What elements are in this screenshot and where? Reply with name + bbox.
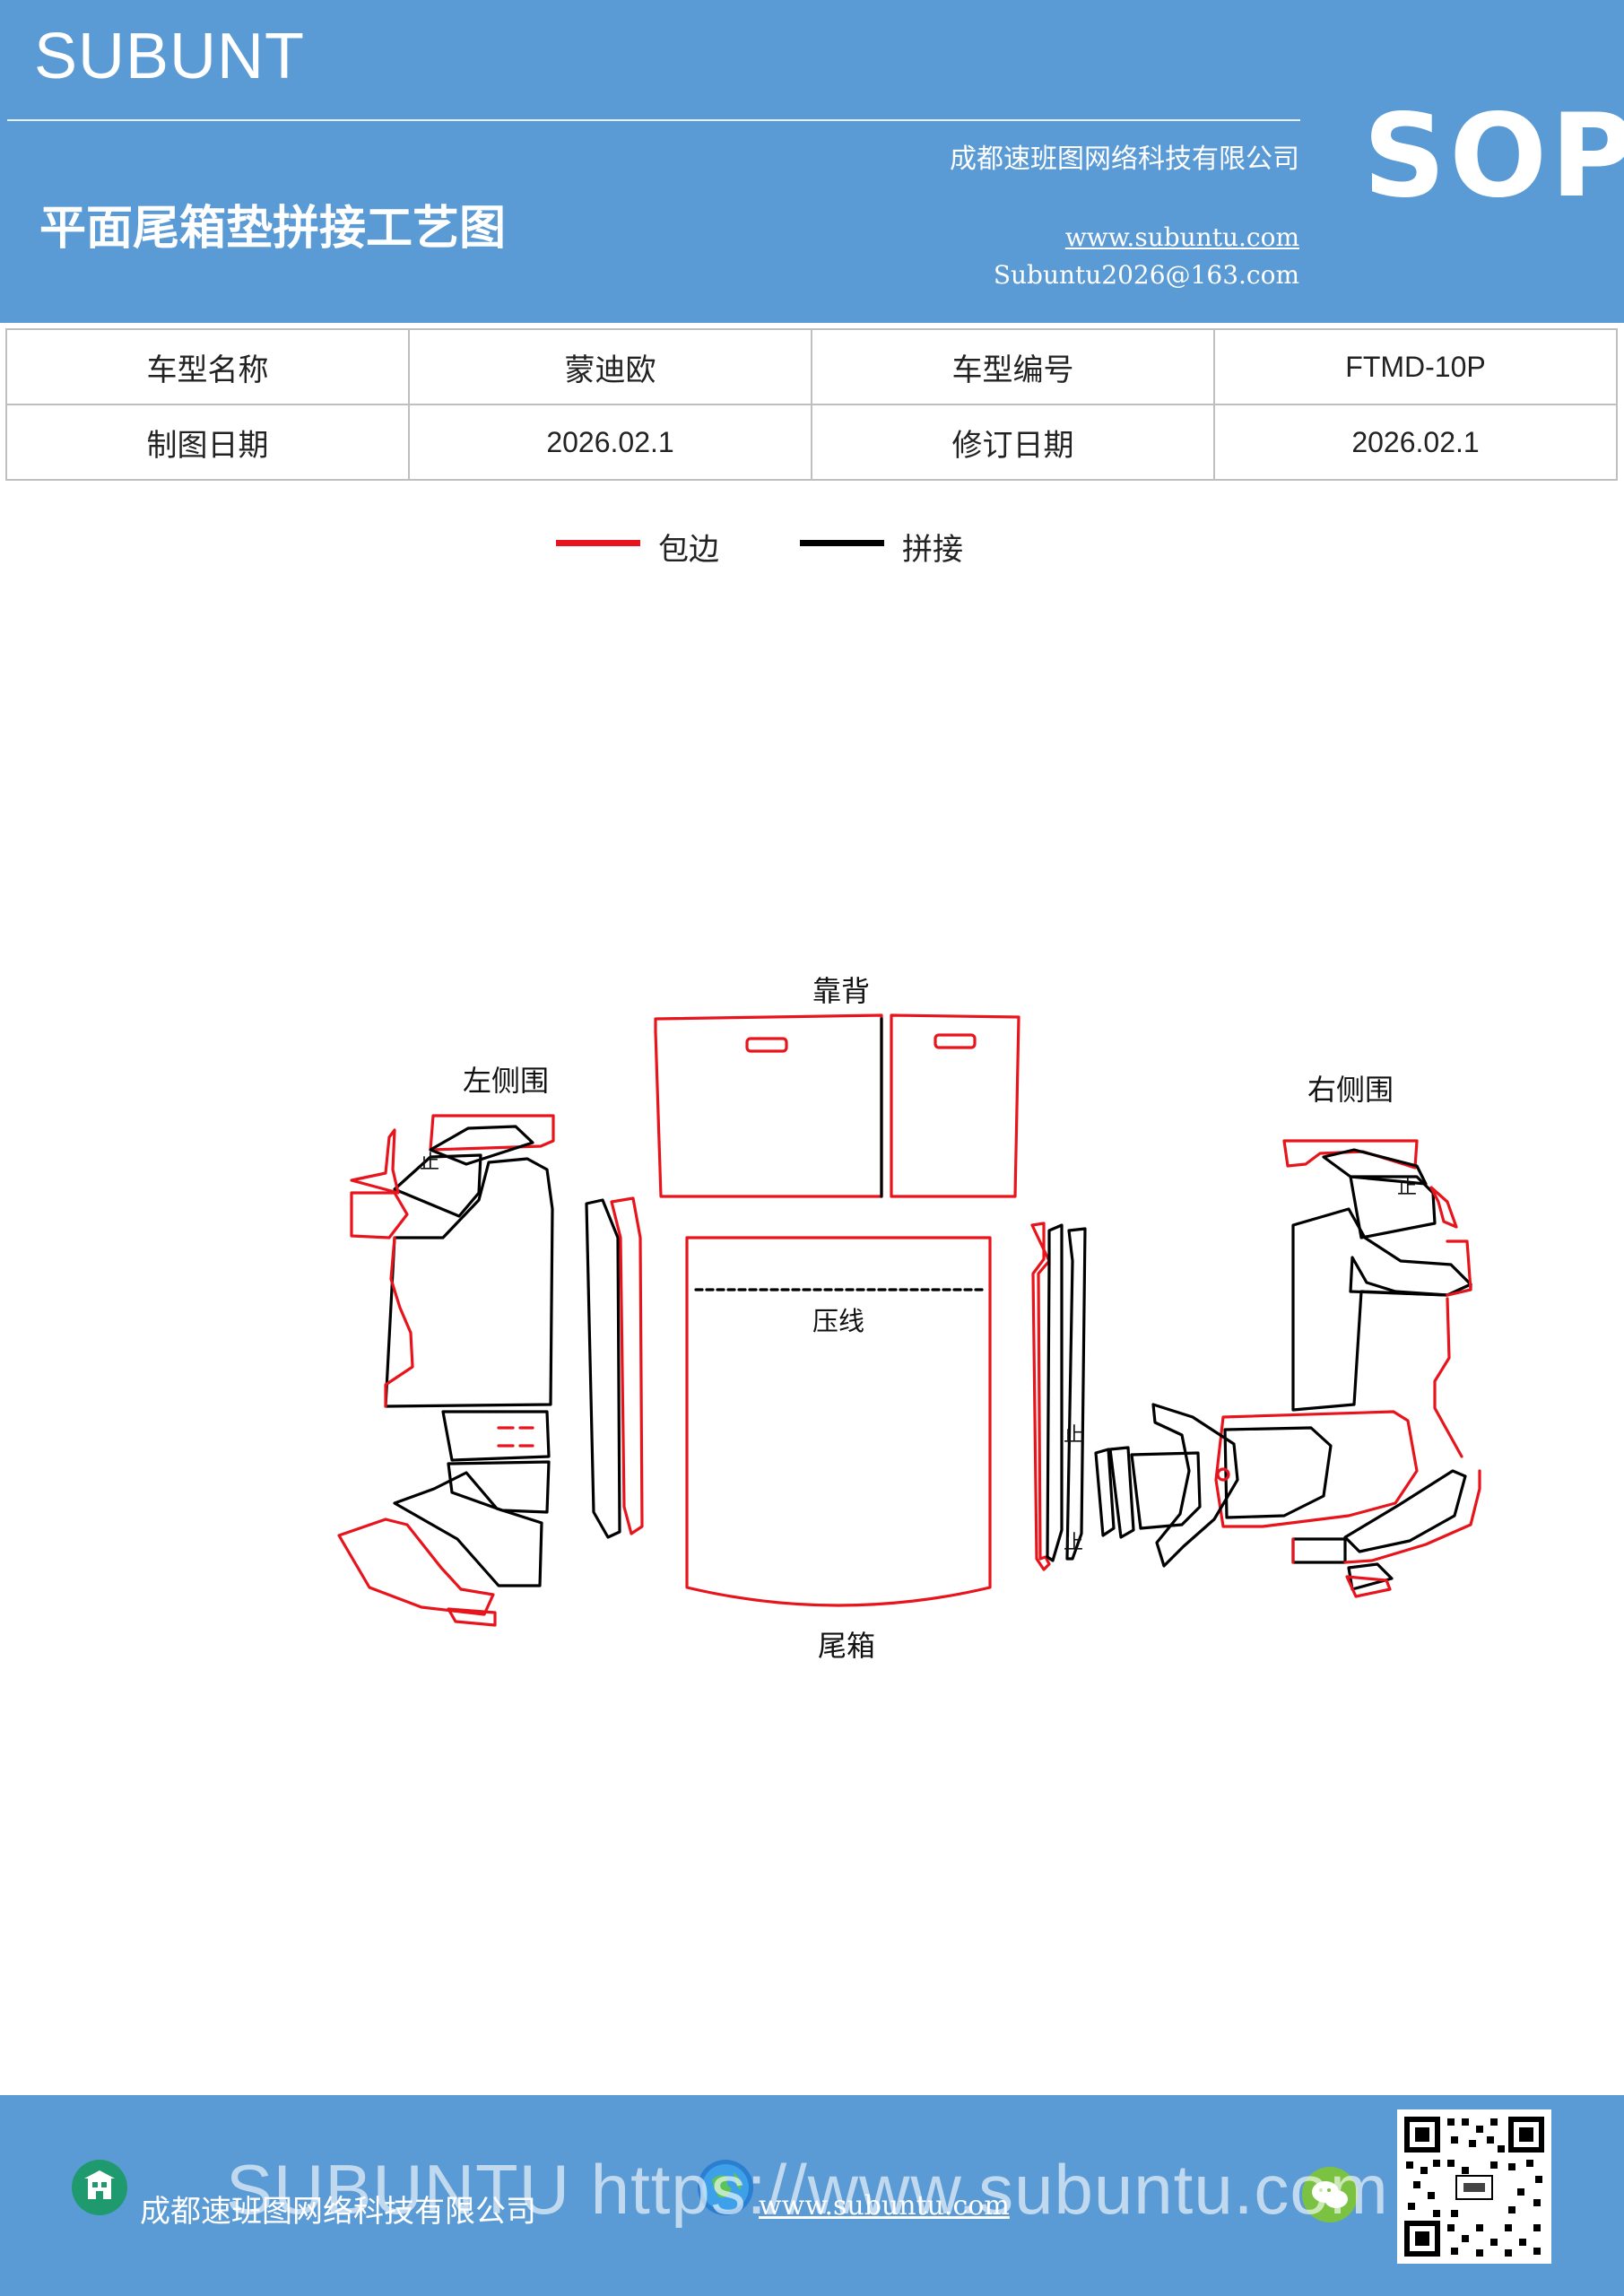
left-flap-red (350, 1128, 400, 1195)
trunk-floor-outline (685, 1236, 992, 1607)
left-strip-2 (610, 1196, 644, 1535)
left-lower-red-2 (447, 1607, 497, 1627)
footer-website[interactable]: www.subuntu.com (759, 2190, 1010, 2222)
footer-banner: 成都速班图网络科技有限公司 www.subuntu.com SUBUNTU ht… (0, 2095, 1624, 2296)
header-banner: SUBUNT 平面尾箱垫拼接工艺图 成都速班图网络科技有限公司 www.subu… (0, 0, 1624, 323)
left-lower-3 (393, 1471, 543, 1587)
footer-watermark: SUBUNTU https://www.subuntu.com (226, 2150, 1389, 2229)
company-name: 成都速班图网络科技有限公司 (950, 144, 1299, 175)
left-main-red-edge (384, 1236, 414, 1408)
left-top-black (429, 1125, 534, 1166)
brand-name: SUBUNT (34, 21, 306, 92)
wechat-icon (1302, 2167, 1358, 2222)
footer-company: 成都速班图网络科技有限公司 (140, 2194, 536, 2230)
left-lower-1 (441, 1410, 551, 1462)
right-flap-red (1429, 1186, 1458, 1229)
right-lower-strip-1 (1094, 1448, 1116, 1537)
revision-date-label: 修订日期 (811, 404, 1215, 481)
draw-date-value: 2026.02.1 (408, 404, 812, 481)
right-lower-hole (1216, 1467, 1230, 1482)
model-code-label: 车型编号 (811, 328, 1215, 405)
table-row: 车型名称 蒙迪欧 车型编号 FTMD-10P (5, 328, 1618, 405)
label-right-side: 右侧围 (1307, 1073, 1394, 1107)
right-strip-2 (1046, 1223, 1064, 1562)
model-name-label: 车型名称 (5, 328, 410, 405)
sop-badge: SOP (1363, 90, 1624, 223)
backrest-left-outline (654, 1013, 883, 1198)
contact-email: Subuntu2026@163.com (993, 260, 1299, 290)
right-bottom-fan-1 (1343, 1469, 1467, 1553)
right-upper-piece (1349, 1175, 1437, 1239)
label-stop: 止 (1064, 1532, 1084, 1554)
right-lower-red-big (1214, 1410, 1419, 1528)
draw-date-label: 制图日期 (5, 404, 410, 481)
backrest-right-slot (934, 1033, 977, 1049)
label-backrest: 靠背 (812, 974, 871, 1008)
label-stop: 止 (1397, 1177, 1418, 1199)
left-top-red (429, 1114, 555, 1152)
right-strip-1 (1030, 1222, 1051, 1571)
label-left-side: 左侧围 (463, 1064, 550, 1098)
backrest-left-slot (745, 1037, 788, 1053)
legend-label: 拼接 (902, 532, 963, 568)
left-main-panel (384, 1157, 554, 1408)
left-lower-red-1 (337, 1518, 495, 1616)
legend-swatch-red (556, 540, 640, 546)
revision-date-value: 2026.02.1 (1213, 404, 1618, 481)
right-bottom-piece-3 (1345, 1575, 1392, 1598)
label-trunk: 尾箱 (818, 1629, 876, 1663)
right-main-panel (1291, 1207, 1472, 1412)
legend-label: 包边 (658, 532, 719, 568)
document-title: 平面尾箱垫拼接工艺图 (39, 201, 507, 256)
left-small-red (350, 1191, 409, 1239)
label-stop: 止 (1064, 1424, 1084, 1447)
right-lower-strip-3 (1130, 1451, 1202, 1530)
building-icon (72, 2160, 127, 2215)
left-lower-1-marks (497, 1426, 534, 1448)
vehicle-info-table: 车型名称 蒙迪欧 车型编号 FTMD-10P 制图日期 2026.02.1 修订… (5, 328, 1618, 481)
model-code-value: FTMD-10P (1213, 328, 1618, 405)
label-stop: 止 (420, 1152, 440, 1174)
right-lower-strip-2 (1108, 1446, 1135, 1539)
right-bottom-piece-2 (1347, 1562, 1394, 1591)
right-top-red (1282, 1139, 1419, 1170)
right-strip-3 (1065, 1227, 1087, 1561)
right-side-red-edge (1433, 1297, 1463, 1458)
website-link[interactable]: www.subuntu.com (1064, 222, 1299, 252)
header-divider (7, 119, 1300, 121)
label-crease: 压线 (812, 1306, 865, 1336)
right-mid-piece (1349, 1256, 1472, 1297)
backrest-right-outline (890, 1013, 1020, 1198)
globe-icon (698, 2160, 753, 2215)
model-name-value: 蒙迪欧 (408, 328, 812, 405)
qr-code[interactable] (1397, 2109, 1551, 2264)
right-lower-black-big (1223, 1426, 1333, 1519)
right-lower-fan (1151, 1403, 1239, 1568)
right-main-red-edge (1446, 1239, 1472, 1297)
left-strip-1 (585, 1198, 621, 1539)
right-bottom-fan-red (1343, 1469, 1481, 1564)
right-bottom-piece-1 (1291, 1537, 1347, 1564)
left-lower-2 (447, 1460, 551, 1514)
table-row: 制图日期 2026.02.1 修订日期 2026.02.1 (5, 404, 1618, 481)
legend-swatch-black (800, 540, 884, 546)
